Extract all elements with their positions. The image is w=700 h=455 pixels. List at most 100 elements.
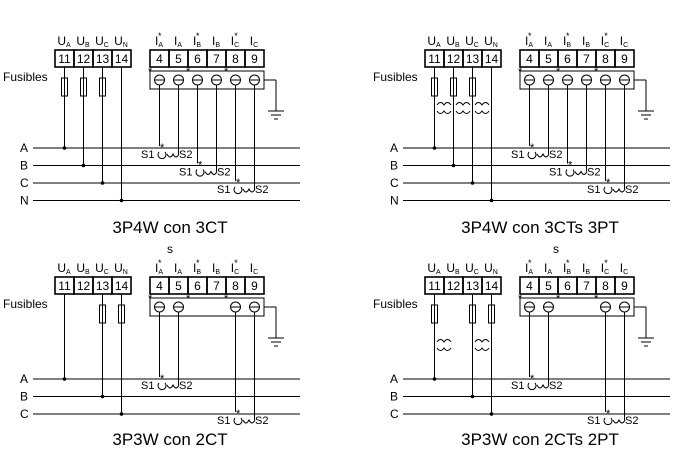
voltage-terminal-number: 14: [485, 279, 499, 293]
fusibles-label: Fusibles: [373, 70, 418, 84]
diagram-3p4w-3ct-3pt: UA11UB12UC13UN14IA*4IA5IB*6IB7IC*8IC9***…: [373, 31, 670, 237]
current-connector: [519, 70, 635, 90]
junction-dot: [100, 181, 105, 185]
current-connector: [519, 297, 635, 317]
current-terminal-number: 8: [232, 52, 239, 66]
ct-coil-icon: [603, 417, 613, 426]
ct-polarity-mark: *: [530, 373, 535, 385]
current-label: IB*: [193, 31, 201, 49]
current-terminal-number: 5: [175, 52, 182, 66]
ct-s2-label: S2: [625, 184, 638, 196]
current-terminal: [614, 276, 635, 295]
pt-primary-icon: [474, 102, 490, 106]
fuse-icon: [431, 77, 438, 97]
pt-secondary-icon: [474, 347, 490, 351]
current-terminal-number: 8: [602, 279, 609, 293]
voltage-terminal-number: 14: [115, 279, 129, 293]
current-terminal-number: 9: [621, 52, 628, 66]
current-label: IB: [212, 34, 220, 49]
current-terminal-number: 7: [583, 52, 590, 66]
voltage-label-UC: UC: [465, 34, 479, 49]
fuse-icon: [450, 77, 457, 97]
ct-s2-label: S2: [587, 167, 600, 179]
ct-s2-label: S2: [625, 415, 638, 427]
pt-secondary-icon: [474, 110, 490, 114]
ct-s2-label: S2: [179, 149, 192, 161]
voltage-label-UN: UN: [484, 34, 498, 49]
current-terminal-number: 7: [213, 279, 220, 293]
fusibles-label: Fusibles: [3, 70, 48, 84]
voltage-terminal-number: 14: [485, 52, 499, 66]
polarity-mark: *: [556, 293, 561, 305]
phase-label-C: C: [20, 407, 29, 421]
junction-dot: [470, 394, 475, 399]
current-label: IA: [544, 261, 552, 276]
current-terminal-number: 4: [526, 52, 533, 66]
ct-winding-icon: [536, 383, 550, 389]
ct-s1-label: S1: [217, 184, 230, 196]
junction-dot: [119, 198, 124, 203]
current-terminal-number: 7: [583, 279, 590, 293]
phase-label-B: B: [390, 390, 398, 404]
ct-coil-icon: [527, 151, 537, 160]
voltage-label-UC: UC: [95, 261, 109, 276]
phase-label-B: B: [20, 159, 28, 173]
current-label: IA: [174, 261, 182, 276]
diagram-caption: 3P3W con 2CT: [112, 430, 227, 449]
ct-polarity-mark: *: [236, 177, 241, 189]
polarity-mark: *: [594, 293, 599, 305]
phase-label-A: A: [20, 372, 28, 386]
diagram-caption: 3P4W con 3CTs 3PT: [461, 218, 619, 237]
voltage-terminal-number: 13: [466, 279, 480, 293]
voltage-label-UN: UN: [484, 261, 498, 276]
ct-s1-label: S1: [587, 184, 600, 196]
fuse-icon: [80, 77, 87, 97]
ct-winding-icon: [536, 152, 550, 158]
phase-label-N: N: [390, 194, 399, 208]
ct-s2-label: S2: [179, 380, 192, 392]
fuse-icon: [61, 77, 68, 97]
current-terminal-number: 7: [213, 52, 220, 66]
ct-winding-icon: [242, 187, 256, 193]
phase-label-A: A: [20, 141, 28, 155]
current-label: IC*: [231, 258, 239, 276]
current-terminal-number: 8: [232, 279, 239, 293]
current-terminal-number: 9: [251, 52, 258, 66]
ct-coil-icon: [195, 169, 205, 177]
fuse-icon: [469, 77, 476, 97]
voltage-label-UB: UB: [76, 34, 90, 49]
ct-coil-icon: [233, 186, 243, 195]
voltage-label-UB: UB: [446, 261, 460, 276]
diagram-3p4w-3ct: UA11UB12UC13UN14IA*4IA5IB*6IB7IC*8IC9***…: [3, 31, 300, 237]
fuse-icon: [118, 304, 125, 324]
junction-dot: [119, 412, 124, 416]
ct-s2-label: S2: [217, 167, 230, 179]
current-terminal-number: 5: [545, 279, 552, 293]
voltage-label-UA: UA: [427, 261, 441, 276]
fuse-icon: [488, 304, 495, 324]
current-label: IB*: [563, 31, 571, 49]
current-terminal-number: 4: [526, 279, 533, 293]
voltage-terminal-number: 11: [58, 279, 71, 293]
ct-winding-icon: [612, 187, 626, 193]
ct-winding-icon: [166, 383, 180, 389]
current-label: IB*: [563, 258, 571, 276]
phase-label-C: C: [390, 407, 399, 421]
voltage-label-UC: UC: [465, 261, 479, 276]
ct-s1-label: S1: [217, 415, 230, 427]
ct-polarity-mark: *: [606, 177, 611, 189]
current-label: IA*: [525, 258, 533, 276]
polarity-mark: *: [186, 293, 191, 305]
current-label: IC*: [231, 31, 239, 49]
voltage-terminal-number: 12: [447, 52, 461, 66]
current-terminal-number: 5: [545, 52, 552, 66]
phase-label-C: C: [20, 176, 29, 190]
ct-coil-icon: [527, 382, 537, 391]
voltage-terminal-number: 11: [428, 279, 441, 293]
junction-dot: [62, 146, 67, 150]
voltage-label-UB: UB: [76, 261, 90, 276]
voltage-label-UB: UB: [446, 34, 460, 49]
voltage-label-UA: UA: [57, 261, 71, 276]
